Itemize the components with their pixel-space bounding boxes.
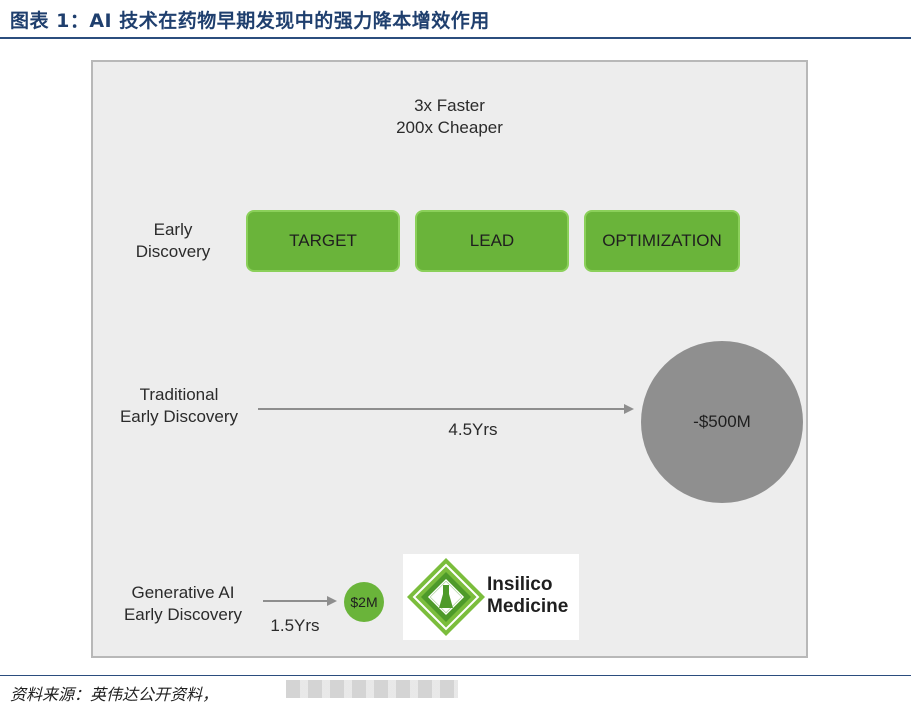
traditional-cost: -$500M (693, 412, 751, 431)
insilico-emblem-icon (407, 558, 485, 636)
traditional-label-line2: Early Discovery (119, 407, 239, 426)
generative-label: Generative AI Early Discovery (103, 582, 263, 626)
traditional-arrow-line (258, 408, 626, 410)
source-divider (0, 675, 911, 676)
insilico-wordmark-line2: Medicine (487, 596, 569, 617)
source-note: 资料来源：英伟达公开资料， (10, 685, 219, 704)
generative-label-line1: Generative AI (131, 583, 235, 602)
early-discovery-label: Early Discovery (113, 219, 233, 263)
traditional-label: Traditional Early Discovery (99, 384, 259, 428)
diagram-panel: 3x Faster 200x Cheaper Early Discovery T… (91, 60, 808, 658)
traditional-cost-circle: -$500M (641, 341, 803, 503)
early-discovery-label-line2: Discovery (135, 242, 211, 261)
figure-title: 图表 1：AI 技术在药物早期发现中的强力降本增效作用 (10, 10, 490, 32)
headline-cheaper: 200x Cheaper (396, 118, 503, 137)
title-divider (0, 37, 911, 39)
early-discovery-label-line1: Early (153, 220, 193, 239)
redacted-source-block (286, 680, 458, 698)
generative-arrow-line (263, 600, 329, 602)
headline-faster: 3x Faster (414, 96, 485, 115)
generative-cost-circle: $2M (344, 582, 384, 622)
stage-optimization: OPTIMIZATION (584, 210, 740, 272)
insilico-wordmark: Insilico Medicine (487, 574, 568, 618)
insilico-logo: Insilico Medicine (403, 554, 579, 640)
traditional-label-line1: Traditional (139, 385, 219, 404)
generative-label-line2: Early Discovery (123, 605, 243, 624)
generative-duration: 1.5Yrs (270, 616, 320, 635)
stage-lead: LEAD (415, 210, 569, 272)
generative-cost: $2M (350, 594, 378, 610)
traditional-duration: 4.5Yrs (448, 420, 498, 439)
insilico-wordmark-line1: Insilico (487, 574, 553, 595)
stage-target: TARGET (246, 210, 400, 272)
traditional-arrow-head (624, 404, 634, 414)
generative-arrow-head (327, 596, 337, 606)
